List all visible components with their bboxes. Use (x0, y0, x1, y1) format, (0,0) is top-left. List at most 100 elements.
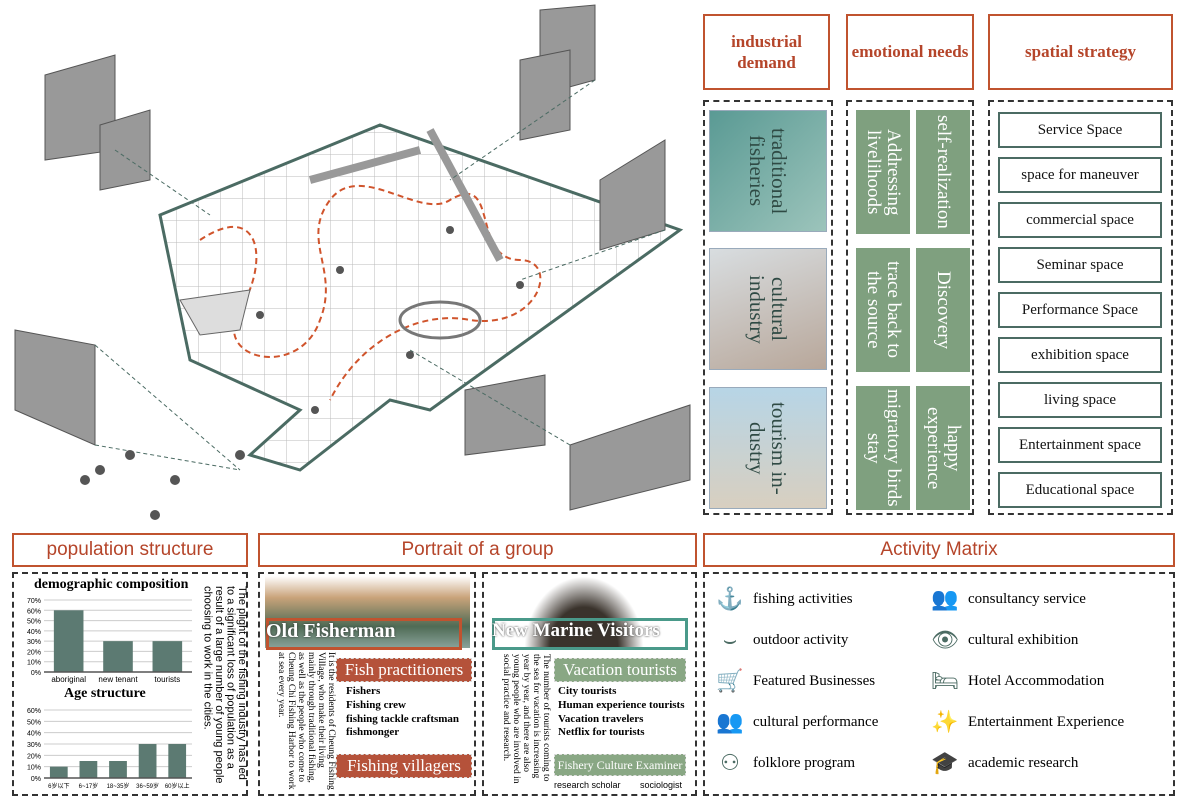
anchor-icon: ⚓ (716, 586, 744, 611)
emotional-item: Discovery (916, 248, 970, 372)
y-tick-label: 20% (27, 753, 41, 760)
audience-icon: 👥 (716, 709, 744, 734)
meeting-icon: 👥 (931, 586, 959, 611)
activity-label: academic research (968, 754, 1079, 771)
y-tick-label: 40% (27, 629, 41, 636)
list-item: Vacation travelers (558, 712, 644, 725)
header-activity-matrix: Activity Matrix (703, 533, 1175, 567)
x-tick-label: tourists (154, 675, 180, 684)
x-tick-label: 6岁以下 (48, 782, 69, 790)
emotional-item-label: trace back to the source (863, 261, 904, 359)
list-item: Human experience tourists (558, 698, 685, 711)
activity-label: Entertainment Experience (968, 713, 1125, 730)
header-industrial-demand: industrial demand (703, 14, 830, 90)
emotional-item-label: happy experience (923, 406, 964, 490)
celebration-icon: ✨ (931, 709, 959, 734)
spatial-item: Educational space (998, 472, 1162, 508)
tag-fish-practitioners: Fish practitioners (336, 658, 472, 682)
list-item: City tourists (558, 685, 617, 697)
spatial-item: Entertainment space (998, 427, 1162, 463)
cart-icon: 🛒 (716, 668, 744, 693)
activity-label: consultancy service (968, 590, 1086, 607)
emotional-item-label: migratory birds stay (863, 389, 904, 507)
axonometric-site-drawing (14, 4, 691, 520)
spatial-item: living space (998, 382, 1162, 418)
activity-label: cultural performance (753, 713, 879, 730)
spatial-item: commercial space (998, 202, 1162, 238)
spatial-item: Performance Space (998, 292, 1162, 328)
industrial-item-fisheries: traditional fisheries (709, 110, 827, 232)
activity-item: ⌣outdoor activity (715, 627, 849, 653)
visitors-list: City tourists Human experience tourists … (558, 685, 684, 740)
industrial-item-tourism: tourism in-dustry (709, 387, 827, 509)
y-tick-label: 10% (27, 660, 41, 667)
activity-label: Featured Businesses (753, 672, 876, 689)
y-tick-label: 0% (31, 670, 41, 677)
y-tick-label: 50% (27, 619, 41, 626)
industrial-item-label: tourism in-dustry (745, 401, 792, 495)
y-tick-label: 50% (27, 719, 41, 726)
activity-item: 👥 consultancy service (930, 586, 1086, 612)
bar (109, 761, 127, 778)
list-item: Netflix for tourists (558, 726, 645, 739)
visitors-panel: New Marine Visitors The number of touris… (482, 572, 697, 796)
list-item: fishing tackle craftsman (346, 712, 460, 725)
fisherman-photo (265, 576, 470, 648)
tag-fishing-villagers: Fishing villagers (336, 754, 472, 778)
activity-label: cultural exhibition (968, 631, 1079, 648)
header-portrait: Portrait of a group (258, 533, 697, 567)
y-tick-label: 20% (27, 649, 41, 656)
activity-item: 🛏 Hotel Accommodation (930, 668, 1104, 694)
y-tick-label: 10% (27, 765, 41, 772)
activity-label: folklore program (753, 754, 856, 771)
y-tick-label: 40% (27, 731, 41, 738)
emotional-needs-panel: Addressing livelihoods self-realization … (846, 100, 974, 515)
y-tick-label: 70% (27, 598, 41, 605)
bed-icon: 🛏 (931, 668, 959, 693)
graduation-cap-icon: 🎓 (931, 750, 959, 775)
list-item: fishmonger (346, 726, 400, 739)
emotional-item: migratory birds stay (856, 386, 910, 510)
visitors-title: New Marine Visitors (492, 620, 660, 641)
tag-fishery-culture-examiner: Fishery Culture Examiner (554, 754, 686, 776)
site-platform (158, 123, 684, 472)
hammock-icon: ⌣ (722, 627, 738, 652)
spatial-item: Seminar space (998, 247, 1162, 283)
emotional-item-label: Addressing livelihoods (863, 128, 904, 216)
bar (103, 641, 133, 672)
x-tick-label: 6~17岁 (79, 782, 99, 790)
fisherman-description: It is the residents of Cheung Fishing Vi… (276, 652, 336, 790)
dancers-icon: ⚇ (720, 750, 740, 775)
visitors-photo (524, 576, 644, 648)
emotional-item-label: Discovery (932, 270, 954, 350)
population-note: The plight of the fishing industry has l… (201, 586, 248, 784)
fisherman-title: Old Fisherman (266, 620, 396, 642)
industrial-item-label: cultural industry (745, 274, 792, 344)
activity-item: ✨ Entertainment Experience (930, 709, 1124, 735)
spatial-item: space for maneuver (998, 157, 1162, 193)
header-population-structure: population structure (12, 533, 248, 567)
y-tick-label: 30% (27, 639, 41, 646)
x-tick-label: 36~59岁 (136, 782, 159, 790)
spatial-item: Service Space (998, 112, 1162, 148)
x-tick-label: 18~35岁 (107, 782, 130, 790)
bar (152, 641, 183, 672)
y-tick-label: 60% (27, 708, 41, 715)
chart-title-demographic: demographic composition (34, 577, 189, 592)
activity-item: 🎓 academic research (930, 750, 1078, 776)
emotional-item: Addressing livelihoods (856, 110, 910, 234)
emotional-item-label: self-realization (932, 115, 954, 229)
activity-item: 🛒 Featured Businesses (715, 668, 875, 694)
sub-sociologist: sociologist (640, 780, 683, 790)
y-tick-label: 60% (27, 608, 41, 615)
activity-item: 👁cultural exhibition (930, 627, 1078, 653)
emotional-item: happy experience (916, 386, 970, 510)
activity-label: Hotel Accommodation (968, 672, 1105, 689)
population-panel: demographic composition 0% 10% 20% 30% 40% 50… (12, 572, 248, 796)
header-spatial-strategy: spatial strategy (988, 14, 1173, 90)
activity-item: 👥 cultural performance (715, 709, 878, 735)
x-tick-label: new tenant (98, 675, 138, 684)
fisherman-list: Fishers Fishing crew fishing tackle craf… (346, 685, 459, 740)
